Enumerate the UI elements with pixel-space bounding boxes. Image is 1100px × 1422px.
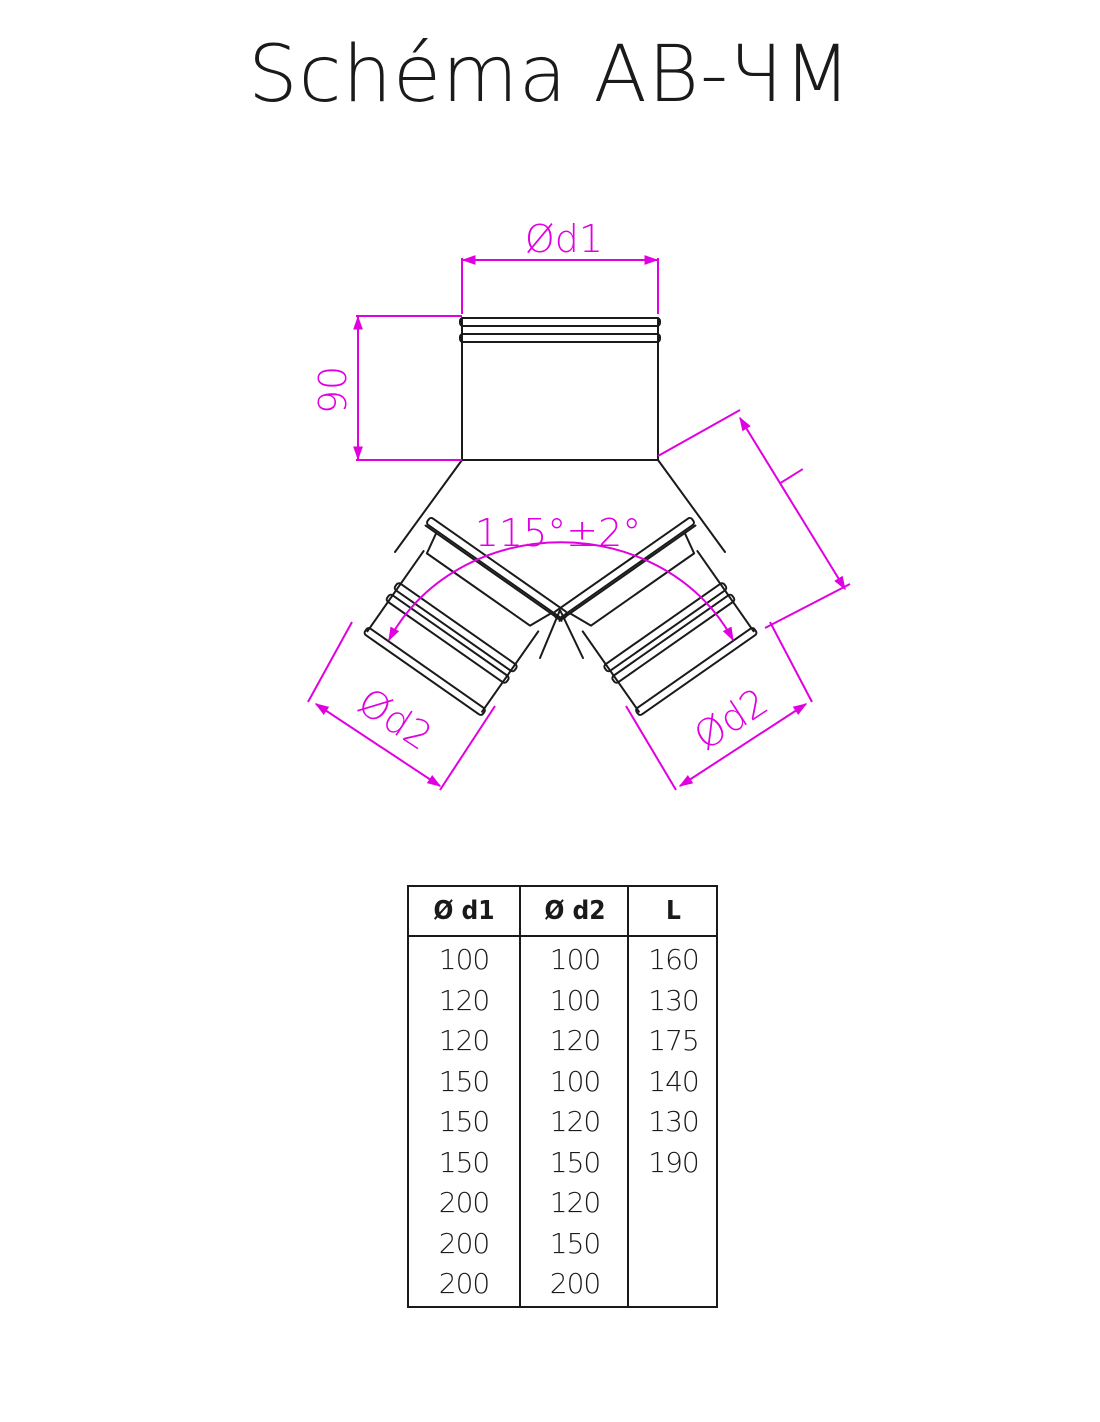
d2-right-dimension-line <box>678 703 808 787</box>
table-cell: 120 <box>438 1024 490 1057</box>
table-cell: 120 <box>549 1024 601 1057</box>
top-collar <box>459 317 661 461</box>
table-cell: 175 <box>648 1024 699 1057</box>
table-cell: 120 <box>549 1186 601 1219</box>
fitting-outline <box>363 317 758 716</box>
label-d2-right: Ød2 <box>686 679 776 759</box>
table-cell: 200 <box>438 1186 490 1219</box>
label-d2-left: Ød2 <box>350 679 440 759</box>
table-cell: 130 <box>648 1105 699 1138</box>
label-angle: 115°±2° <box>475 511 642 555</box>
page-title: Schéma AB-ЧМ <box>248 30 852 120</box>
table-cell: 160 <box>648 943 699 976</box>
y-branch-drawing: Ød1 90 L 115°±2° Ød2 Ød2 <box>307 217 851 791</box>
column-d1: Ø d1 100 120 120 150 150 150 200 200 200 <box>409 887 519 1306</box>
table-cell: 150 <box>438 1145 490 1179</box>
d2-left-dimension-line <box>314 703 442 787</box>
column-d2: Ø d2 100 100 120 100 120 150 120 150 200 <box>519 887 629 1306</box>
table-cell: 150 <box>549 1226 601 1260</box>
table-cell: 100 <box>549 943 601 976</box>
table-cell: 120 <box>438 983 490 1017</box>
table-cell: 150 <box>549 1145 601 1179</box>
angle-arc <box>388 541 734 642</box>
dimension-table: Ø d1 100 120 120 150 150 150 200 200 200… <box>407 885 718 1308</box>
d2-left-extension-lines <box>307 621 496 791</box>
table-cell: 120 <box>549 1105 601 1138</box>
table-cell: 150 <box>438 1105 490 1138</box>
header-d1: Ø d1 <box>409 887 519 937</box>
label-height: 90 <box>311 366 355 414</box>
height-extension-lines <box>356 315 462 461</box>
table-cell: 200 <box>549 1267 601 1300</box>
table-cell: 130 <box>648 983 699 1017</box>
table-cell: 100 <box>549 983 601 1017</box>
table-cell: 200 <box>438 1267 490 1300</box>
table-cell: 100 <box>438 943 490 976</box>
dimensions <box>307 255 851 791</box>
d1-extension-lines <box>461 258 659 314</box>
table-cell: 140 <box>648 1064 699 1098</box>
table-cell: 200 <box>438 1226 490 1260</box>
table-cell: 190 <box>648 1145 699 1179</box>
length-dimension-line <box>739 416 846 591</box>
table-cell: 150 <box>438 1064 490 1098</box>
fitting-body <box>394 459 726 659</box>
header-d2: Ø d2 <box>521 887 629 937</box>
header-length: L <box>629 887 718 937</box>
column-length: L 160 130 175 140 130 190 <box>627 887 718 1306</box>
label-length: L <box>769 460 818 501</box>
length-extension-lines <box>657 409 851 629</box>
label-d1: Ød1 <box>525 217 603 261</box>
table-cell: 100 <box>549 1064 601 1098</box>
d2-right-extension-lines <box>625 621 813 791</box>
